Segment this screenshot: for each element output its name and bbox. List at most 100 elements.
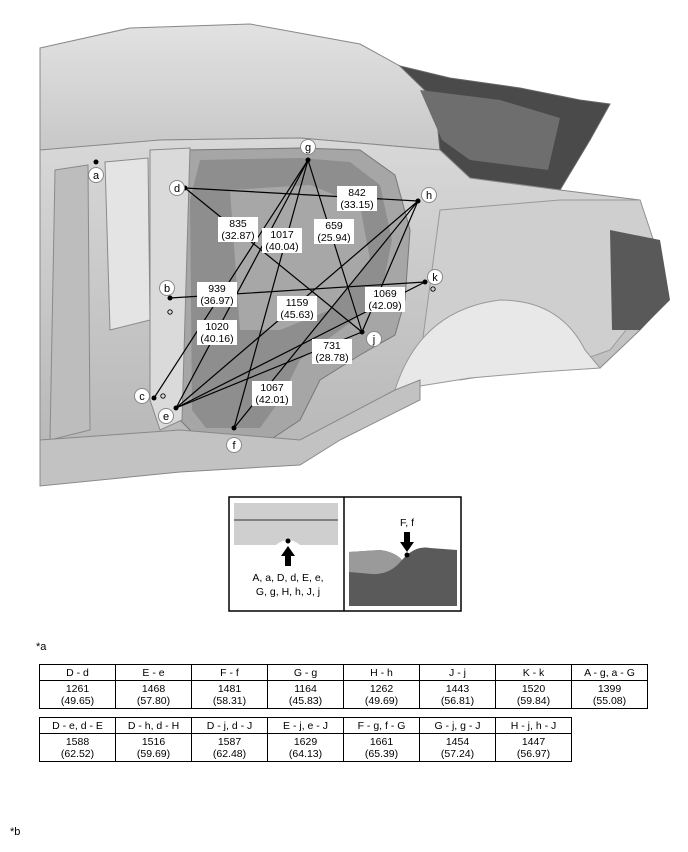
table-cell: D - h, d - H	[115, 717, 192, 734]
dim-label-835: 835 (32.87)	[218, 217, 258, 242]
table-cell: G - j, g - J	[419, 717, 496, 734]
point-j-dot	[359, 329, 365, 335]
svg-text:1020: 1020	[205, 321, 229, 333]
point-k-dot	[422, 279, 428, 285]
svg-text:939: 939	[208, 283, 226, 295]
point-label-a: a	[88, 167, 104, 183]
table-cell: H - h	[343, 664, 420, 681]
table-cell: D - e, d - E	[39, 717, 116, 734]
dim-label-939: 939 (36.97)	[197, 282, 237, 307]
dim-label-659: 659 (25.94)	[314, 219, 354, 244]
svg-text:c: c	[139, 391, 145, 403]
svg-text:(32.87): (32.87)	[221, 230, 254, 242]
table-cell: 1261(49.65)	[39, 680, 116, 709]
dim-label-1069: 1069 (42.09)	[365, 287, 405, 312]
table-cell: 1481(58.31)	[191, 680, 268, 709]
table-cell: 1454(57.24)	[419, 733, 496, 762]
svg-text:(28.78): (28.78)	[315, 352, 348, 364]
dim-label-842: 842 (33.15)	[337, 186, 377, 211]
dim-label-1159: 1159 (45.63)	[277, 296, 317, 321]
dim-label-1017: 1017 (40.04)	[262, 228, 302, 253]
svg-text:842: 842	[348, 187, 366, 199]
table-cell: K - k	[495, 664, 572, 681]
svg-text:e: e	[163, 411, 169, 423]
point-label-g: g	[300, 139, 316, 155]
table-cell: 1516(59.69)	[115, 733, 192, 762]
hole-b	[167, 309, 173, 315]
point-h-dot	[415, 198, 421, 204]
svg-text:(45.63): (45.63)	[280, 309, 313, 321]
svg-text:(33.15): (33.15)	[340, 199, 373, 211]
svg-text:b: b	[164, 283, 170, 295]
table-cell: 1262(49.69)	[343, 680, 420, 709]
svg-text:1017: 1017	[270, 229, 294, 241]
dimension-labels: 842 (33.15) 835 (32.87) 1017 (40.04) 659…	[197, 186, 405, 406]
svg-text:F, f: F, f	[400, 517, 414, 529]
svg-text:(40.16): (40.16)	[200, 333, 233, 345]
table-cell: E - e	[115, 664, 192, 681]
table-cell: 1468(57.80)	[115, 680, 192, 709]
inset-flange-section: F, f	[349, 517, 457, 606]
svg-text:731: 731	[323, 340, 341, 352]
table-cell: 1164(45.83)	[267, 680, 344, 709]
svg-text:j: j	[372, 334, 375, 346]
svg-text:(42.09): (42.09)	[368, 300, 401, 312]
point-f-dot	[231, 425, 237, 431]
svg-text:1159: 1159	[286, 297, 309, 309]
table-row: 1588(62.52) 1516(59.69) 1587(62.48) 1629…	[39, 733, 572, 762]
svg-text:(36.97): (36.97)	[200, 295, 233, 307]
note-b-label: *b	[10, 826, 21, 838]
table-cell: 1588(62.52)	[39, 733, 116, 762]
table-cell: F - f	[191, 664, 268, 681]
table-cell: D - d	[39, 664, 116, 681]
point-label-c: c	[134, 388, 150, 404]
table-row: 1261(49.65) 1468(57.80) 1481(58.31) 1164…	[39, 680, 648, 709]
point-g-dot	[305, 157, 311, 163]
arrow-up-icon	[281, 546, 295, 566]
dimension-table-2: D - e, d - E D - h, d - H D - j, d - J E…	[39, 717, 572, 762]
table-cell: 1443(56.81)	[419, 680, 496, 709]
table-cell: E - j, e - J	[267, 717, 344, 734]
table-cell: 1661(65.39)	[343, 733, 420, 762]
point-label-e: e	[158, 408, 174, 424]
table-cell: 1520(59.84)	[495, 680, 572, 709]
table-cell: 1447(56.97)	[495, 733, 572, 762]
table-cell: J - j	[419, 664, 496, 681]
point-c-dot	[151, 395, 157, 401]
svg-text:k: k	[432, 272, 438, 284]
measurement-lines	[153, 159, 426, 429]
hole-k	[430, 286, 436, 292]
svg-text:G, g, H, h, J, j: G, g, H, h, J, j	[256, 586, 320, 598]
point-label-b: b	[159, 280, 175, 296]
svg-text:659: 659	[325, 220, 343, 232]
table-cell: D - j, d - J	[191, 717, 268, 734]
table-cell: H - j, h - J	[495, 717, 572, 734]
svg-text:1069: 1069	[373, 288, 397, 300]
point-label-h: h	[421, 187, 437, 203]
dim-label-1020: 1020 (40.16)	[197, 320, 237, 345]
table-cell: A - g, a - G	[571, 664, 648, 681]
arrow-down-icon	[400, 532, 414, 552]
svg-text:f: f	[232, 440, 236, 452]
dim-label-731: 731 (28.78)	[312, 339, 352, 364]
point-label-d: d	[169, 180, 185, 196]
point-label-k: k	[427, 269, 443, 285]
svg-text:a: a	[93, 170, 100, 182]
svg-text:(42.01): (42.01)	[255, 394, 288, 406]
svg-text:h: h	[426, 190, 432, 202]
table-cell: 1587(62.48)	[191, 733, 268, 762]
svg-text:A, a, D, d, E, e,: A, a, D, d, E, e,	[252, 572, 323, 584]
svg-text:835: 835	[229, 218, 247, 230]
table-cell: 1629(64.13)	[267, 733, 344, 762]
svg-text:1067: 1067	[260, 382, 284, 394]
inset-panel: A, a, D, d, E, e, G, g, H, h, J, j F, f	[228, 496, 462, 612]
svg-text:g: g	[305, 142, 311, 154]
dim-label-1067: 1067 (42.01)	[252, 381, 292, 406]
inset-hole-section: A, a, D, d, E, e, G, g, H, h, J, j	[234, 503, 338, 598]
table-cell: 1399(55.08)	[571, 680, 648, 709]
dimension-table-1: D - d E - e F - f G - g H - h J - j K - …	[39, 664, 648, 709]
table-cell: G - g	[267, 664, 344, 681]
point-a-dot	[93, 159, 99, 165]
point-b-dot	[167, 295, 173, 301]
